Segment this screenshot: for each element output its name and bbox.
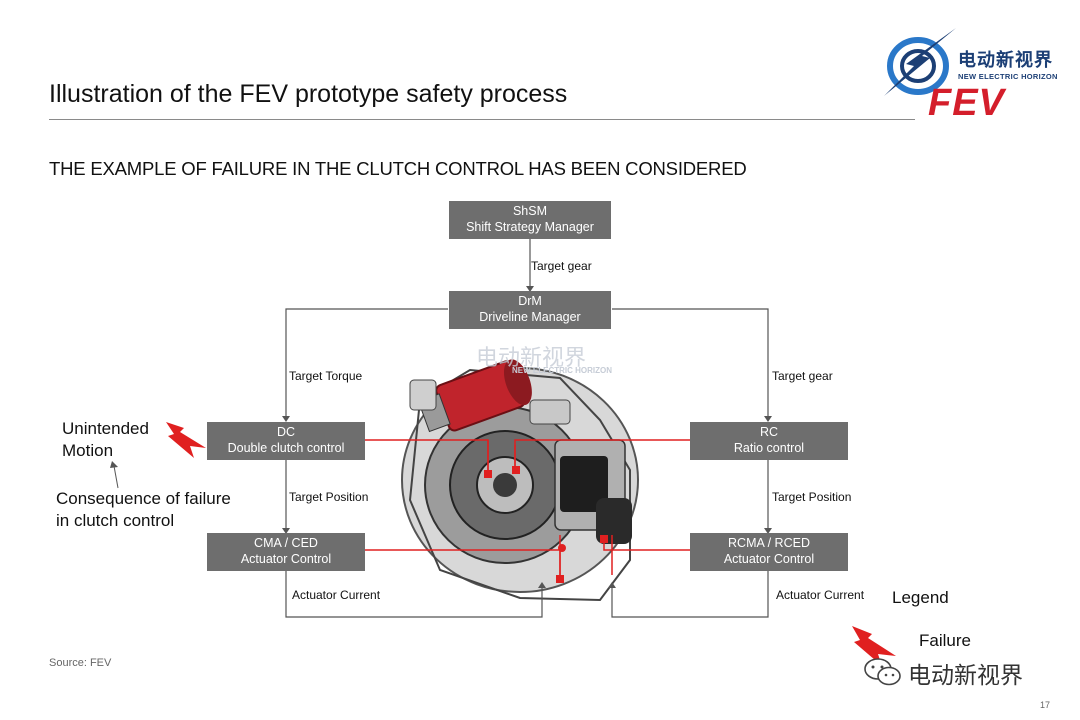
transmission-image: [401, 359, 639, 602]
label-target-gear-right: Target gear: [772, 369, 833, 383]
wechat-icon: [864, 658, 901, 686]
image-watermark-cn: 电动新视界: [476, 346, 587, 371]
fev-logo: FEV: [928, 82, 1005, 124]
rc-box: RC Ratio control: [690, 422, 848, 460]
label-target-gear-top: Target gear: [531, 259, 592, 273]
page-title: Illustration of the FEV prototype safety…: [49, 80, 568, 108]
consequence-line2: in clutch control: [56, 511, 175, 530]
lightning-globe-icon: [884, 28, 956, 96]
shsm-box: ShSM Shift Strategy Manager: [449, 201, 611, 239]
logo-english-text: NEW ELECTRIC HORIZON: [958, 72, 1058, 81]
legend-title: Legend: [892, 588, 949, 607]
cma-box: CMA / CED Actuator Control: [207, 533, 365, 571]
shsm-abbrev: ShSM: [512, 204, 548, 218]
title-divider: [49, 119, 915, 120]
rc-name: Ratio control: [733, 441, 805, 455]
cma-abbrev: CMA / CED: [254, 536, 318, 550]
source-note: Source: FEV: [49, 657, 112, 669]
drm-name: Driveline Manager: [479, 310, 581, 324]
legend-lightning-icon: [852, 626, 896, 666]
label-actuator-current-right: Actuator Current: [776, 588, 865, 602]
cma-name: Actuator Control: [240, 552, 332, 566]
legend-failure-label: Failure: [919, 631, 971, 650]
shsm-name: Shift Strategy Manager: [466, 220, 594, 234]
dc-abbrev: DC: [276, 425, 296, 439]
page-number: 17: [1040, 700, 1051, 710]
drm-abbrev: DrM: [518, 294, 542, 308]
unintended-motion-line2: Motion: [62, 441, 114, 460]
unintended-motion-line1: Unintended: [62, 419, 149, 438]
rcma-name: Actuator Control: [723, 552, 815, 566]
dc-name: Double clutch control: [227, 441, 345, 455]
rcma-abbrev: RCMA / RCED: [728, 536, 810, 550]
label-actuator-current-left: Actuator Current: [292, 588, 381, 602]
page-subtitle: THE EXAMPLE OF FAILURE IN THE CLUTCH CON…: [49, 158, 747, 179]
wechat-watermark: 电动新视界: [908, 663, 1023, 689]
logo-chinese-text: 电动新视界: [958, 50, 1053, 71]
drm-box: DrM Driveline Manager: [449, 291, 611, 329]
label-target-position-left: Target Position: [289, 490, 369, 504]
rcma-box: RCMA / RCED Actuator Control: [690, 533, 848, 571]
image-watermark-en: NEW ELECTRIC HORIZON: [512, 366, 612, 375]
label-target-position-right: Target Position: [772, 490, 852, 504]
failure-lightning-icon: [166, 422, 206, 458]
consequence-line1: Consequence of failure: [56, 489, 231, 508]
dc-box: DC Double clutch control: [207, 422, 365, 460]
rc-abbrev: RC: [759, 425, 779, 439]
label-target-torque: Target Torque: [289, 369, 363, 383]
